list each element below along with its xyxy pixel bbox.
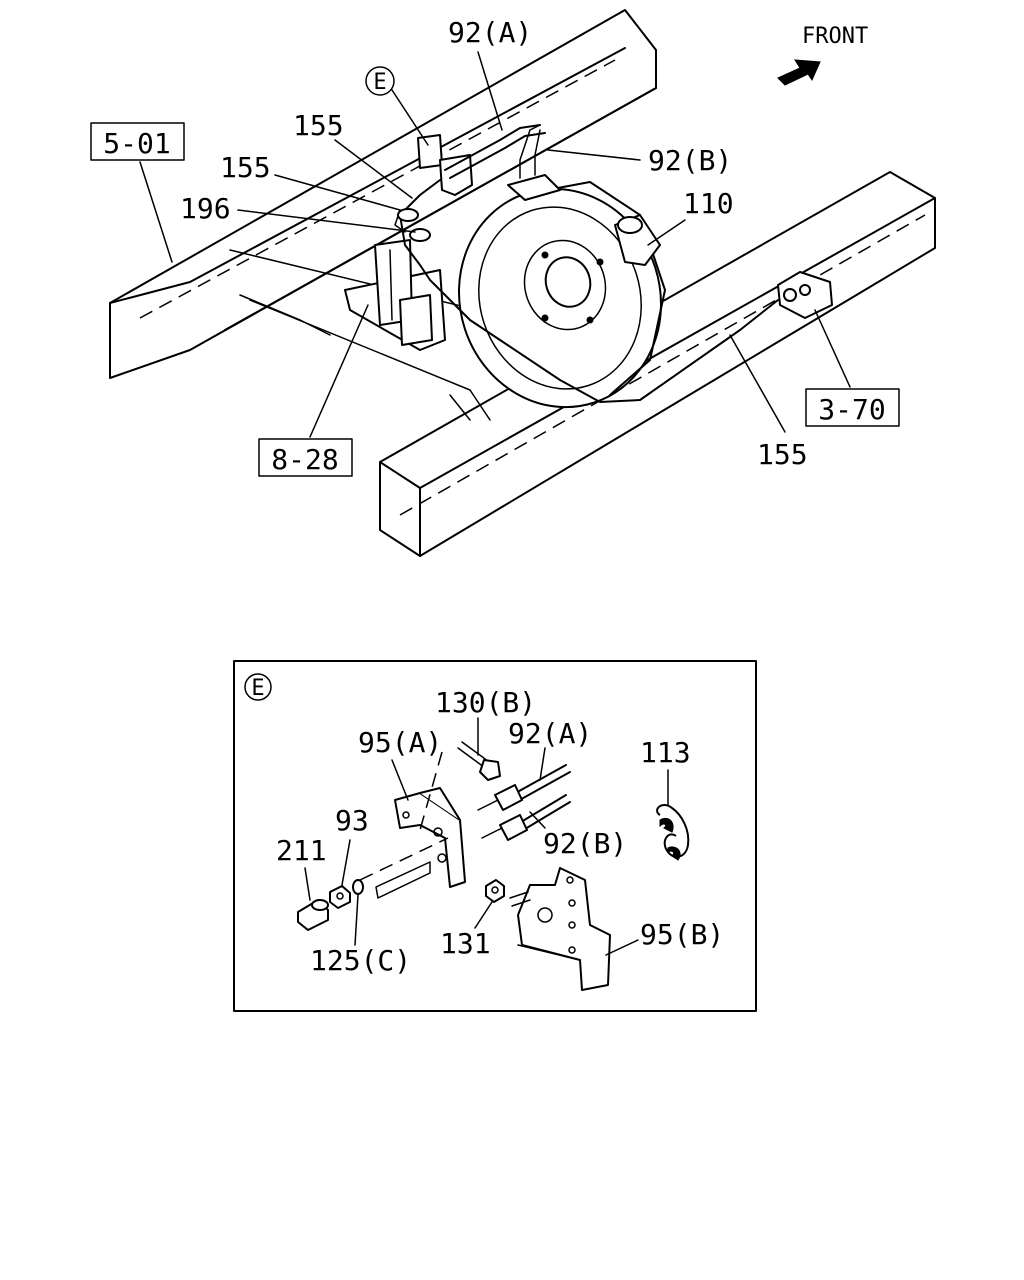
svg-text:92(A): 92(A): [448, 16, 532, 49]
svg-text:92(A): 92(A): [508, 717, 592, 750]
callout-95a: 95(A): [358, 726, 442, 801]
pipe-155: [394, 179, 779, 403]
main-assembly-view: FRONT E 5-01 8-28 3-70 92(A): [90, 9, 936, 557]
detail-marker-e: E: [365, 66, 429, 146]
mount-bracket: [344, 239, 446, 351]
front-arrow: FRONT: [777, 24, 868, 86]
callout-92a: 92(A): [448, 16, 532, 131]
actuator-110: [614, 214, 661, 266]
svg-text:8-28: 8-28: [271, 443, 338, 476]
callout-95b: 95(B): [605, 918, 724, 956]
callout-110: 110: [647, 187, 734, 246]
svg-text:92(B): 92(B): [543, 827, 627, 860]
svg-text:155: 155: [293, 109, 344, 142]
svg-text:155: 155: [220, 151, 271, 184]
svg-text:110: 110: [683, 187, 734, 220]
callout-155-upper: 155: [293, 109, 413, 199]
svg-text:196: 196: [180, 192, 231, 225]
callout-92b: 92(B): [547, 144, 732, 177]
callout-93: 93: [335, 804, 369, 886]
svg-text:155: 155: [757, 438, 808, 471]
svg-text:E: E: [373, 70, 386, 95]
svg-text:92(B): 92(B): [648, 144, 732, 177]
front-label: FRONT: [802, 24, 868, 49]
svg-text:211: 211: [276, 834, 327, 867]
brake-pipes: [444, 124, 546, 179]
svg-text:E: E: [251, 676, 264, 701]
detail-frame: [233, 660, 757, 1012]
bracket-95a: [375, 787, 466, 899]
svg-text:131: 131: [440, 927, 491, 960]
callout-92b-detail: 92(B): [529, 811, 627, 860]
svg-text:93: 93: [335, 804, 369, 837]
pipes-92: [359, 764, 571, 881]
item-125c: [352, 879, 364, 895]
callout-125c: 125(C): [310, 894, 411, 977]
ref-box-3-70: 3-70: [805, 309, 900, 427]
arrow-icon: [777, 59, 821, 86]
svg-text:125(C): 125(C): [310, 944, 411, 977]
callout-211: 211: [276, 834, 327, 901]
nut-131: [485, 879, 505, 903]
ref-box-8-28: 8-28: [258, 304, 369, 477]
svg-text:95(A): 95(A): [358, 726, 442, 759]
junction-block: [507, 124, 561, 201]
svg-text:95(B): 95(B): [640, 918, 724, 951]
callout-92a-detail: 92(A): [508, 717, 592, 781]
detail-e-panel: E: [233, 660, 757, 1012]
callout-196: 196: [180, 192, 416, 233]
item-93: [329, 885, 351, 909]
bracket-95b: [509, 867, 611, 991]
frame-rail-left: [109, 9, 657, 379]
ref-box-5-01: 5-01: [90, 122, 185, 263]
detail-e-marker: E: [244, 673, 272, 701]
svg-text:3-70: 3-70: [818, 393, 885, 426]
frame-rail-right: [379, 171, 936, 557]
svg-text:113: 113: [640, 736, 691, 769]
hose-connector: [777, 271, 833, 319]
bolt-130b: [419, 741, 501, 831]
callout-130b: 130(B): [435, 686, 536, 756]
svg-text:5-01: 5-01: [103, 127, 170, 160]
svg-text:130(B): 130(B): [435, 686, 536, 719]
item-211: [297, 899, 329, 931]
callout-113: 113: [640, 736, 691, 806]
callout-155-lower: 155: [729, 334, 808, 471]
brake-drum: [458, 181, 666, 409]
callout-155-mid: 155: [220, 151, 401, 211]
callout-131: 131: [440, 901, 493, 960]
clip-113: [656, 804, 690, 861]
